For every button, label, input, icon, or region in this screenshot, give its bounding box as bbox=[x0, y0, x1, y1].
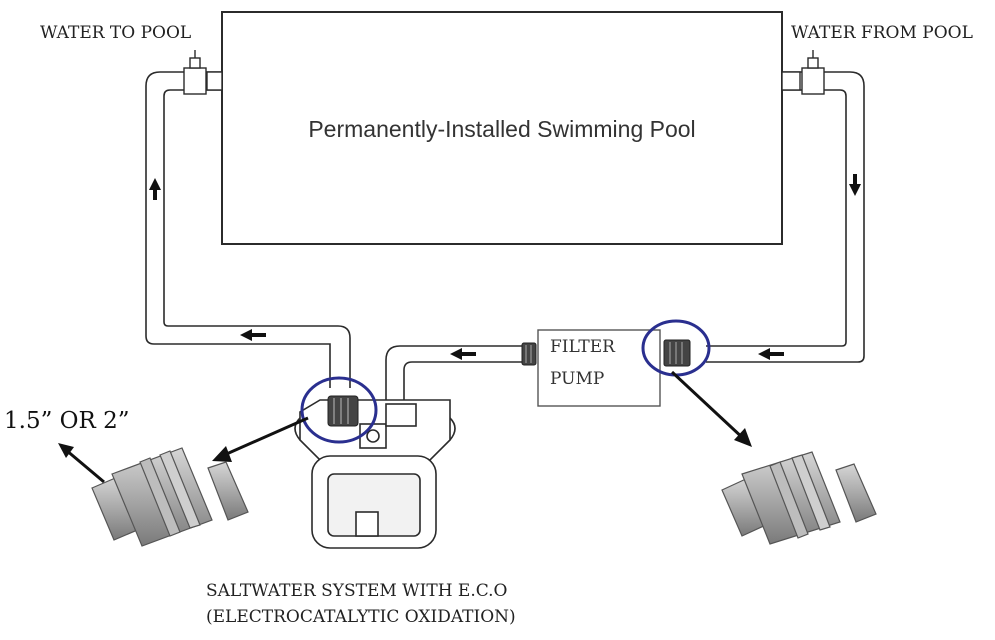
pipe-union-icon bbox=[327, 395, 359, 427]
pipe-union-icon bbox=[663, 339, 691, 367]
flow-arrow-icon bbox=[149, 178, 161, 200]
saltwater-system-unit bbox=[294, 399, 456, 549]
pointer-arrow bbox=[58, 443, 105, 484]
pipe-union-icon bbox=[721, 451, 877, 545]
supply-pipe bbox=[706, 71, 865, 363]
filter-label: FILTER bbox=[550, 337, 616, 357]
water-to-pool-label: WATER TO POOL bbox=[40, 23, 191, 43]
valve-icon[interactable] bbox=[781, 50, 825, 95]
system-sublabel: (ELECTROCATALYTIC OXIDATION) bbox=[206, 607, 516, 627]
flow-arrow-icon bbox=[240, 329, 266, 341]
pump-label: PUMP bbox=[550, 369, 604, 389]
flow-arrow-icon bbox=[849, 174, 861, 196]
pool-basin bbox=[221, 11, 783, 245]
system-inlet-highlight bbox=[300, 376, 378, 444]
size-label: 1.5” OR 2” bbox=[4, 408, 130, 434]
flow-arrow-icon bbox=[450, 348, 476, 360]
water-from-pool-label: WATER FROM POOL bbox=[791, 23, 973, 43]
pipe-union-icon bbox=[521, 342, 537, 366]
filter-pump-box bbox=[537, 329, 661, 407]
pool-label: Permanently-Installed Swimming Pool bbox=[308, 116, 695, 142]
flow-arrow-icon bbox=[758, 348, 784, 360]
pointer-arrow bbox=[212, 416, 309, 462]
return-pipe bbox=[145, 71, 351, 388]
valve-icon[interactable] bbox=[183, 50, 223, 95]
pointer-arrow bbox=[670, 370, 752, 447]
pump-to-system-pipe bbox=[385, 345, 524, 400]
pipe-union-icon bbox=[91, 447, 249, 547]
system-label: SALTWATER SYSTEM WITH E.C.O bbox=[206, 581, 507, 601]
